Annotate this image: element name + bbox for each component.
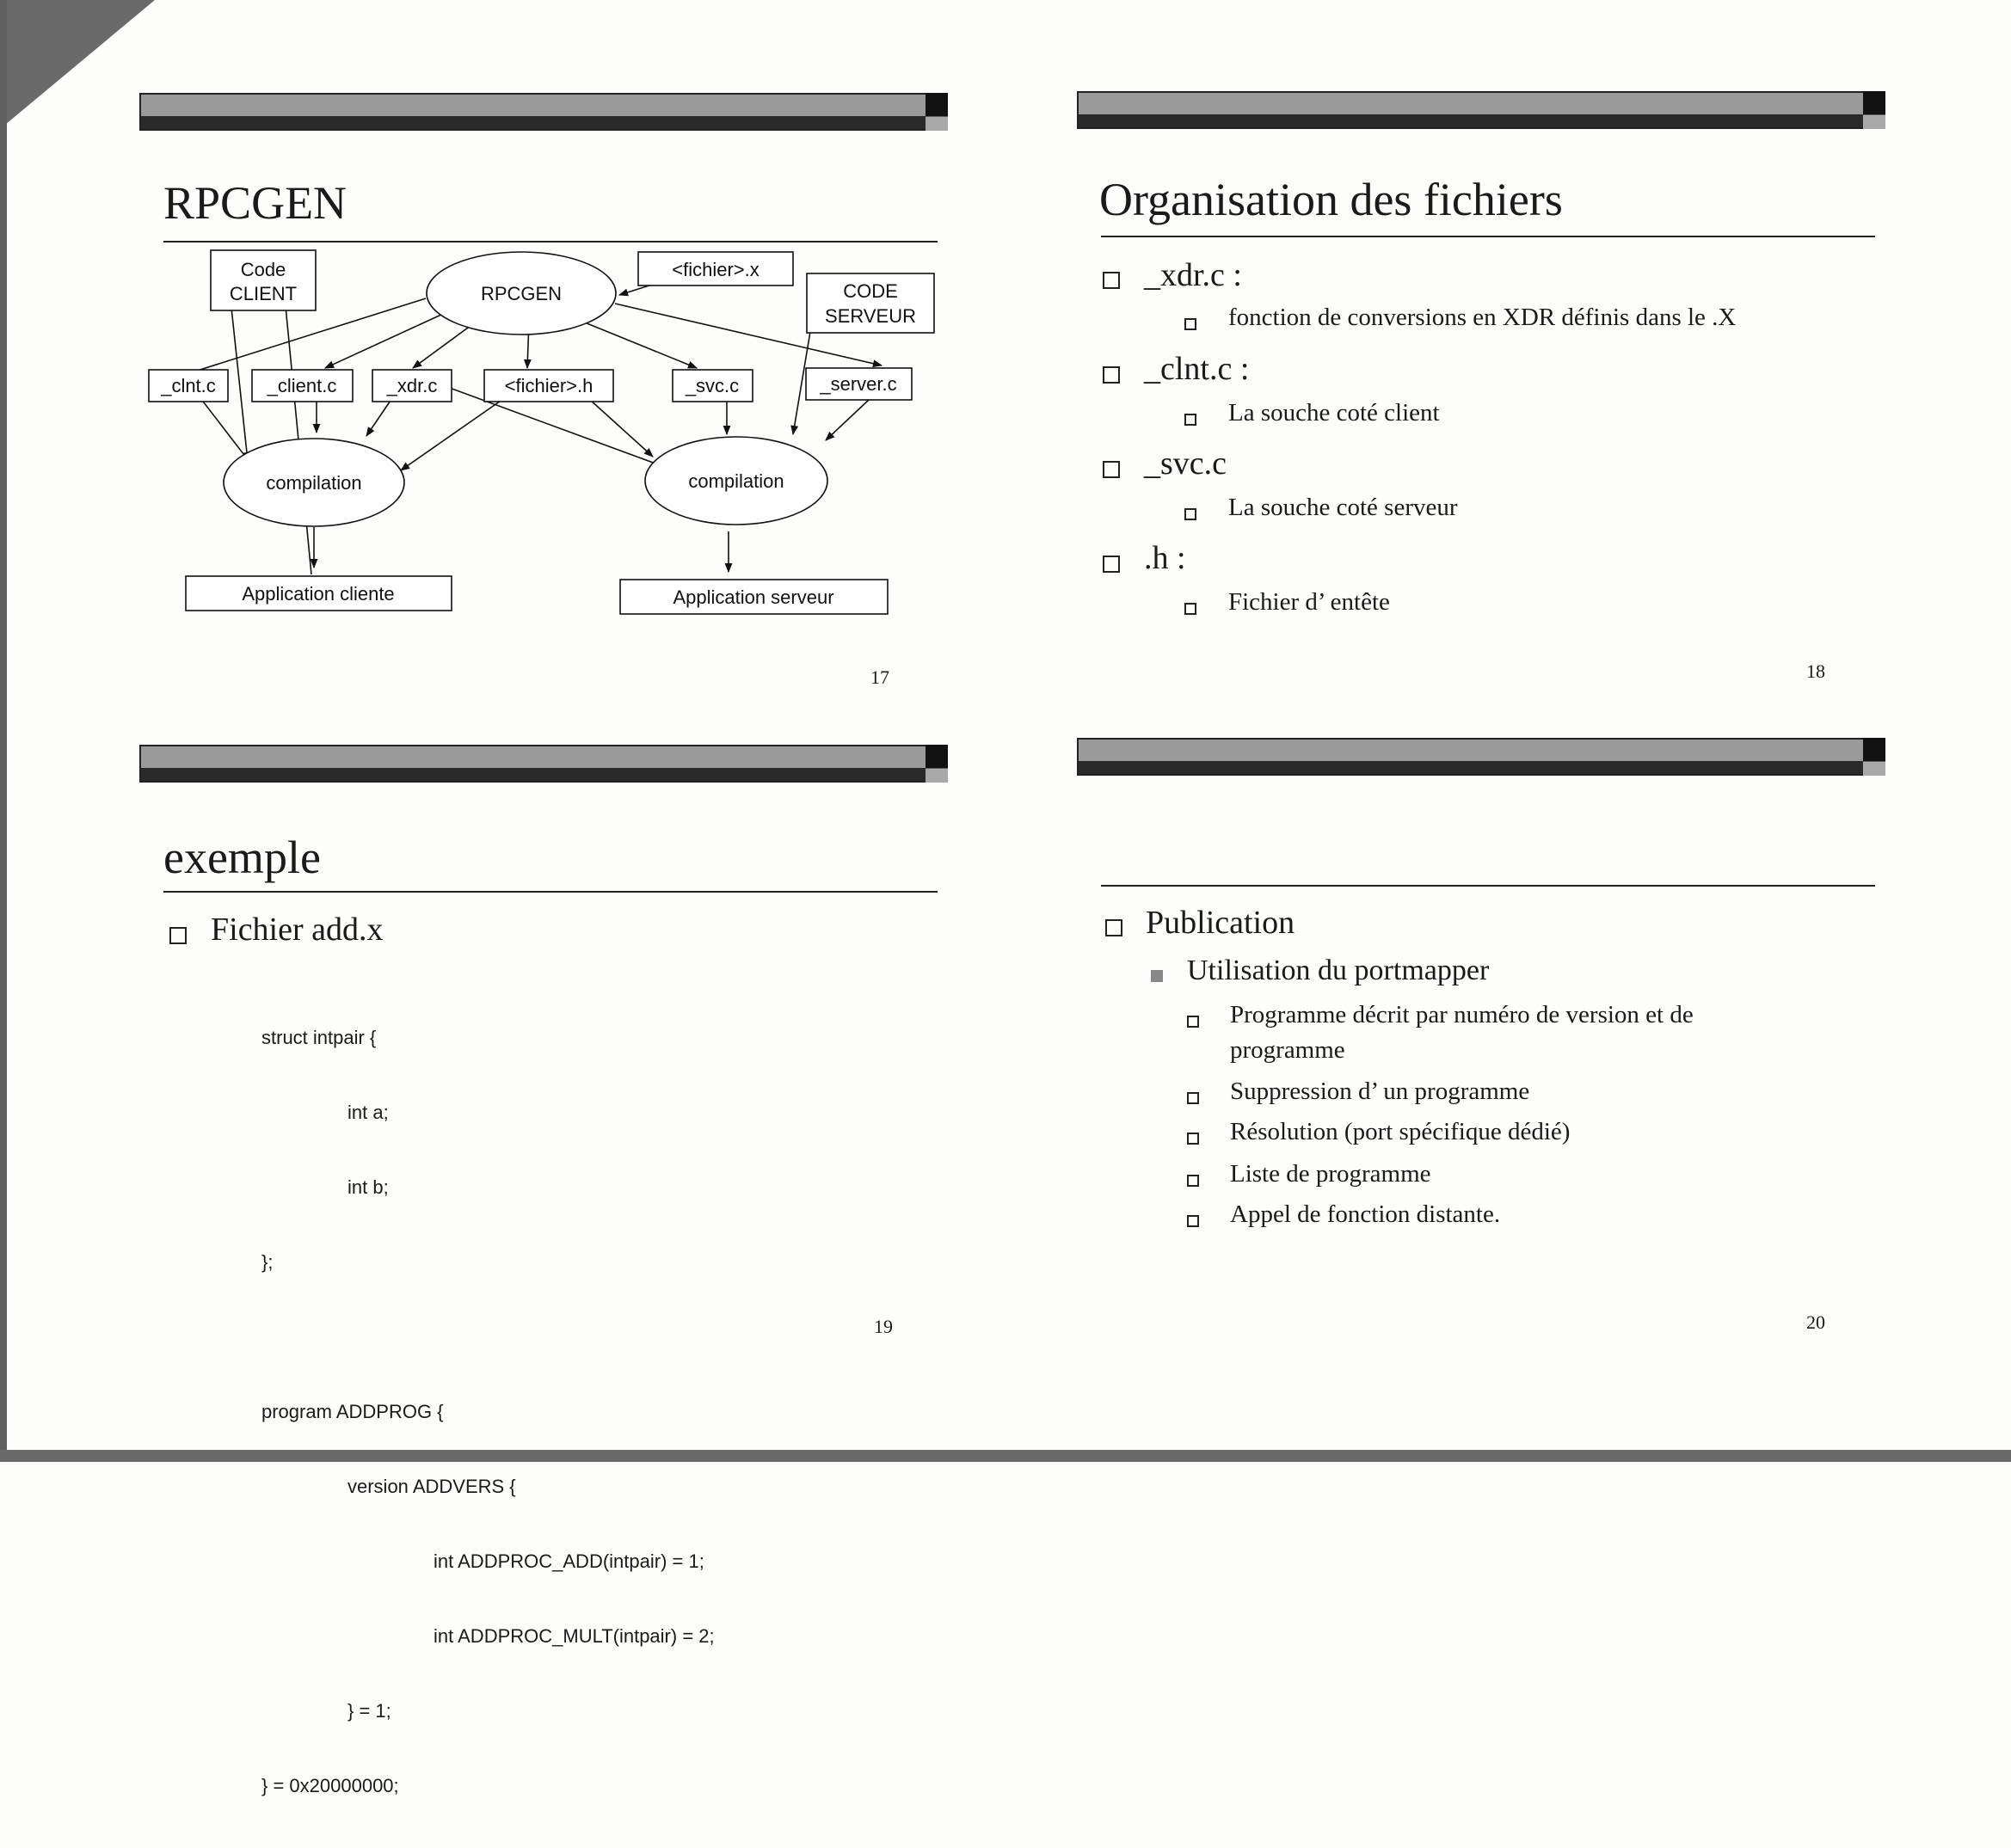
slide-20: Publication Utilisation du portmapper Pr… [1067,738,1927,1340]
node-server-c: _server.c [805,367,913,401]
node-app-serveur-label: Application serveur [673,586,833,608]
page-number: 20 [1806,1311,1825,1333]
node-fichier-h-label: <fichier>.h [505,375,593,396]
publication-item: Programme décrit par numéro de version e… [1230,1001,1694,1064]
slide-header-bar [1077,91,1885,129]
slide-title: RPCGEN [163,177,347,229]
slide-19: exemple Fichier add.x struct intpair { i… [129,738,989,1796]
sub-bullet-square [1184,508,1196,520]
node-code-serveur-line1: CODE [843,280,898,302]
node-app-serveur: Application serveur [619,579,889,615]
file-item-h-desc: Fichier d’ entête [1228,588,1390,616]
node-compilation-left: compilation [223,438,405,527]
sub-bullet-square [1187,1175,1199,1187]
code-line: } = 0x20000000; [261,1775,399,1796]
code-line: program ADDPROG { [261,1401,444,1422]
node-clnt-c-label: _clnt.c [160,375,216,396]
slide-header-bar [1077,738,1885,776]
slide-17: RPCGEN [129,86,989,688]
slide-title: exemple [163,832,321,883]
node-code-serveur-line2: SERVEUR [825,305,916,327]
node-app-cliente-label: Application cliente [242,583,394,605]
sub-bullet-filled [1151,970,1163,982]
bullet-square [1103,272,1120,289]
node-code-client-line1: Code [241,259,286,280]
node-client-c-label: _client.c [267,375,337,396]
publication-item: Suppression d’ un programme [1230,1077,1530,1105]
page-number: 17 [870,666,889,688]
bullet-square [1103,461,1120,478]
code-line: int ADDPROC_ADD(intpair) = 1; [434,1550,704,1572]
sub-bullet-square [1187,1016,1199,1028]
scan-edge-left [0,0,7,1462]
sub-bullet-square [1187,1215,1199,1227]
file-item-clnt-desc: La souche coté client [1228,399,1440,427]
title-rule [163,241,938,243]
node-fichier-x: <fichier>.x [637,251,794,286]
rpcgen-diagram: Code CLIENT RPCGEN <fichier>.x CODE SERV… [148,249,935,615]
code-block: struct intpair { int a; int b; }; progra… [261,975,715,1848]
sub-bullet-square [1184,318,1196,330]
code-line: struct intpair { [261,1027,377,1048]
code-line: int b; [347,1176,389,1198]
node-clnt-c: _clnt.c [148,369,229,402]
node-server-c-label: _server.c [819,373,896,395]
sub-bullet-square [1184,603,1196,615]
example-file-name: Fichier add.x [211,912,384,948]
node-client-c: _client.c [251,369,354,402]
file-item-xdr: _xdr.c : [1144,257,1242,293]
publication-item: Résolution (port spécifique dédié) [1230,1118,1571,1145]
node-svc-c-label: _svc.c [685,375,739,396]
sub-bullet-square [1184,414,1196,426]
file-item-clnt: _clnt.c : [1144,351,1250,387]
code-line: int a; [347,1102,389,1123]
file-item-svc-desc: La souche coté serveur [1228,494,1458,521]
file-item-xdr-desc: fonction de conversions en XDR définis d… [1228,304,1737,331]
sub-bullet-square [1187,1133,1199,1145]
code-line: } = 1; [347,1700,391,1722]
code-line: version ADDVERS { [347,1476,516,1497]
portmapper-heading: Utilisation du portmapper [1187,955,1490,986]
title-rule [1101,236,1875,237]
node-rpcgen-label: RPCGEN [481,283,562,304]
slide-title: Organisation des fichiers [1099,174,1563,225]
bullet-square [1105,919,1122,936]
file-item-svc: _svc.c [1144,445,1227,482]
bullet-square [1103,556,1120,573]
bullet-square [169,927,187,944]
page-number: 18 [1806,660,1825,682]
node-compilation-left-label: compilation [266,472,361,494]
node-compilation-right: compilation [644,436,828,525]
node-compilation-right-label: compilation [688,470,784,492]
file-item-h: .h : [1144,540,1186,576]
node-fichier-x-label: <fichier>.x [672,259,760,280]
node-app-cliente: Application cliente [185,575,452,611]
node-code-serveur: CODE SERVEUR [806,273,935,334]
node-xdr-c: _xdr.c [372,369,452,402]
publication-item: Liste de programme [1230,1160,1431,1188]
node-fichier-h: <fichier>.h [483,369,614,402]
title-rule [163,891,938,893]
code-line: }; [261,1251,274,1273]
code-line [261,1324,543,1349]
slide-header-bar [139,93,948,131]
node-xdr-c-label: _xdr.c [386,375,438,396]
node-code-client-line2: CLIENT [230,283,297,304]
page-number: 19 [874,1316,893,1337]
publication-heading: Publication [1146,905,1295,941]
slide-header-bar [139,745,948,783]
node-code-client: Code CLIENT [210,249,317,311]
bullet-square [1103,366,1120,384]
sub-bullet-square [1187,1092,1199,1104]
scan-corner [0,0,155,129]
slide-18: Organisation des fichiers _xdr.c : fonct… [1067,84,1927,686]
node-svc-c: _svc.c [672,369,753,402]
code-line: int ADDPROC_MULT(intpair) = 2; [434,1625,715,1647]
title-rule [1101,885,1875,887]
publication-item: Appel de fonction distante. [1230,1200,1501,1228]
scan-edge-bottom [0,1450,2011,1462]
node-rpcgen: RPCGEN [426,251,617,335]
